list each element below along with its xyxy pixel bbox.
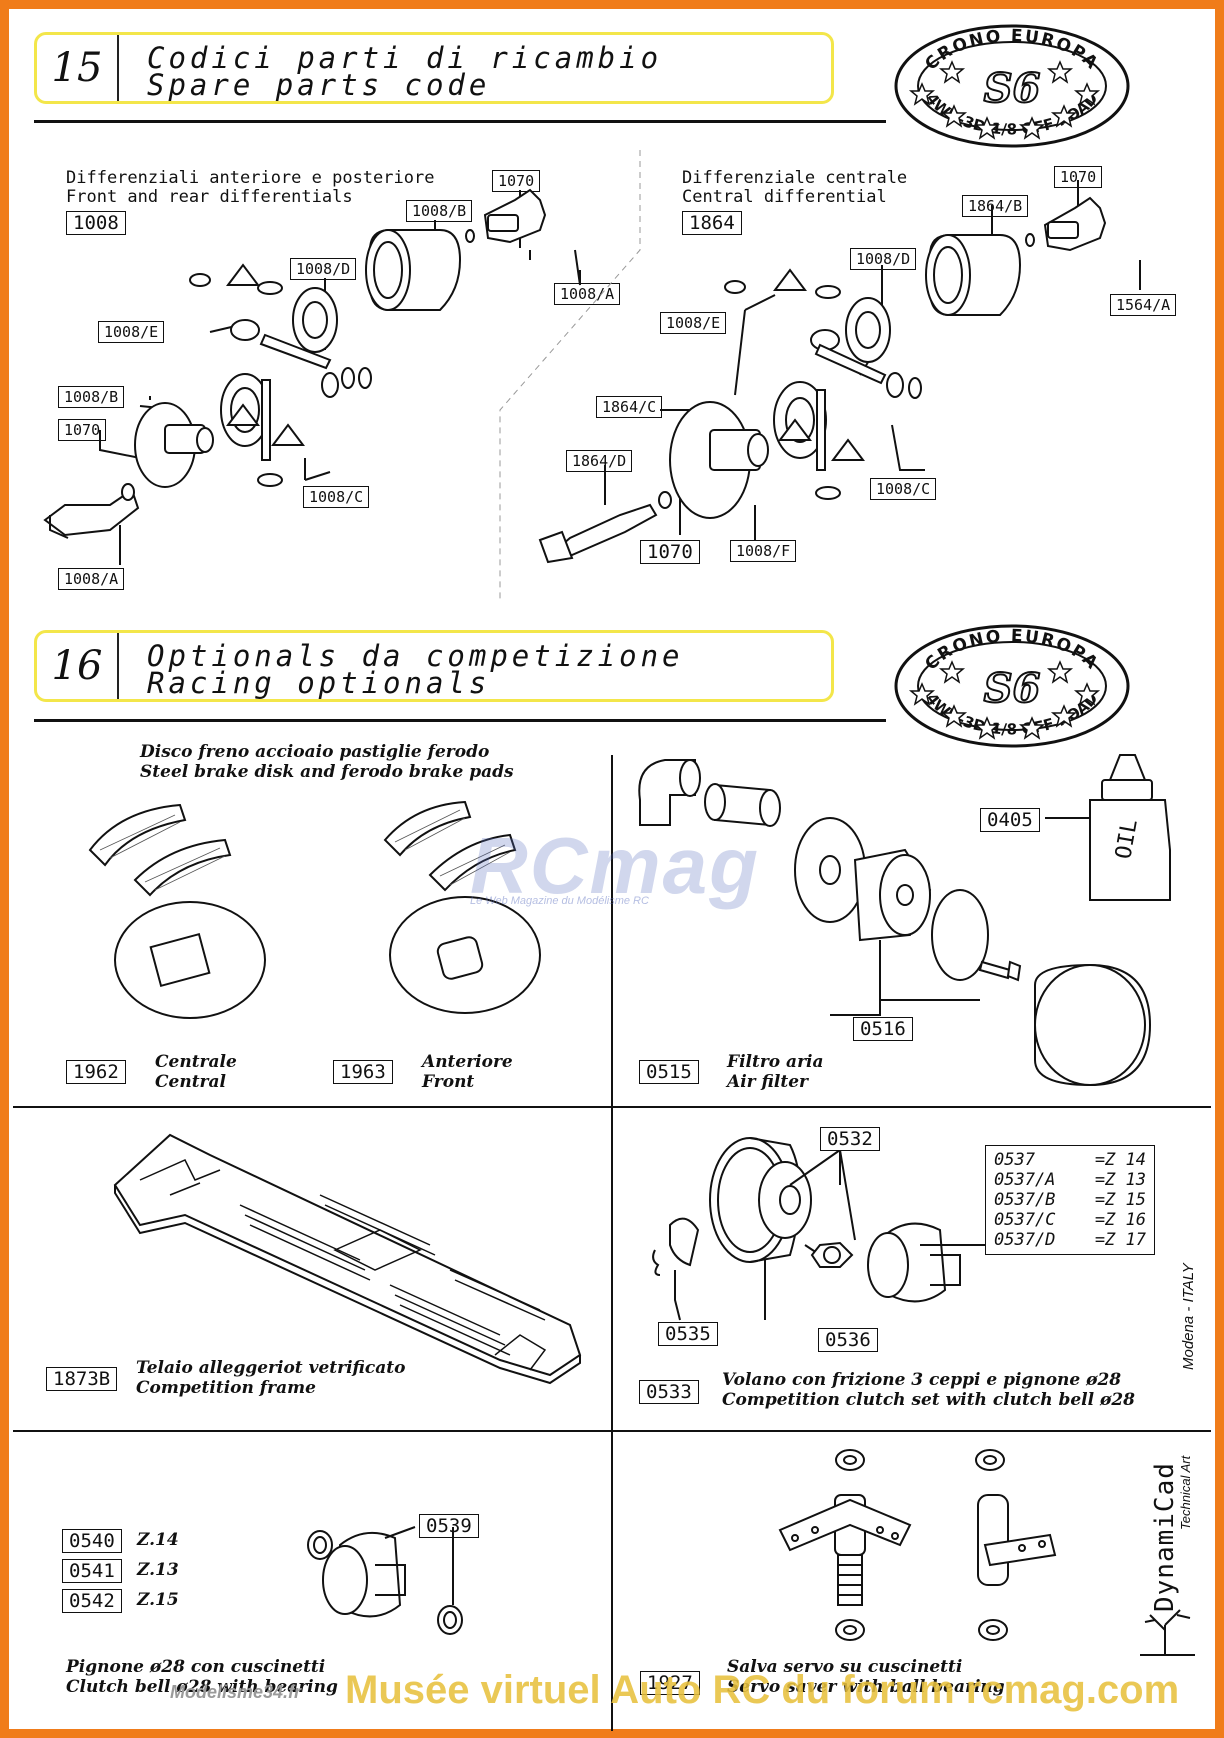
section-title-en: Racing optionals (147, 666, 491, 700)
part-code: 1564/A (1110, 294, 1177, 316)
oil-code: 0405 (980, 808, 1040, 832)
chassis-caption-en: Competition frame (136, 1378, 316, 1398)
pinion-z: Z.15 (137, 1590, 179, 1610)
part-code: 1008/C (870, 478, 937, 500)
brake-front-en: Front (422, 1072, 475, 1092)
air-filter-caption-en: Air filter (727, 1072, 808, 1092)
part-code: 1008/B (406, 200, 473, 222)
central-caption-en: Central differential (682, 187, 887, 207)
part-code: 1008/C (303, 486, 370, 508)
modelisme34-watermark: Modelisme34.fr (170, 1682, 302, 1702)
section-16-header: 16 Optionals da competizione Racing opti… (34, 630, 834, 702)
crono-europa-logo: CRONO EUROPA 4WD-3D-1/8 OFF ROAD S6 (894, 24, 1130, 148)
part-code: 1008/E (660, 312, 727, 334)
front-rear-caption-en: Front and rear differentials (66, 187, 353, 207)
section-title-it: Codici parti di ricambio (147, 41, 663, 75)
pinion-code: 0541 (62, 1559, 122, 1583)
header-rule (34, 120, 886, 123)
brake-central-it: Centrale (155, 1052, 237, 1072)
rcmag-watermark-tagline: Le Web Magazine du Modélisme RC (470, 895, 649, 907)
section-title-en: Spare parts code (147, 68, 491, 102)
section-divider-dashed (499, 150, 641, 600)
brakes-caption-en: Steel brake disk and ferodo brake pads (140, 762, 514, 782)
brake-disks-drawing (88, 800, 541, 1019)
table-row: 0537/D=Z 17 (994, 1230, 1146, 1250)
part-code: 1008/A (554, 283, 621, 305)
servo-saver-drawing (778, 1449, 1057, 1641)
part-code: 1070 (640, 540, 700, 564)
pinion-caption-it: Pignone ø28 con cuscinetti (66, 1657, 326, 1677)
front-rear-differential-drawing (43, 188, 581, 565)
footer-watermark: Musée virtuel Auto RC du forum rcmag.com (345, 1668, 1180, 1712)
central-caption-it: Differenziale centrale (682, 168, 908, 188)
part-code: 1070 (58, 419, 107, 441)
dynamicad-sub: Technical Art (1178, 1455, 1193, 1530)
part-code: 1008/A (58, 568, 125, 590)
air-filter-caption-it: Filtro aria (727, 1052, 824, 1072)
air-filter-drawing: OIL (638, 754, 1171, 1087)
central-kit-code: 1864 (682, 211, 742, 235)
part-code: 1008/F (730, 540, 797, 562)
clutch-part-code: 0535 (658, 1322, 718, 1346)
logo-model: S6 (984, 665, 1041, 712)
part-code: 1008/D (850, 248, 917, 270)
crono-europa-logo: CRONO EUROPA 4WD-3D-1/8 OFF ROAD S6 (894, 624, 1130, 748)
grid-horizontal-divider (13, 1106, 1211, 1108)
servo-saver-code: 1927 (640, 1671, 700, 1695)
part-code: 1864/C (596, 396, 663, 418)
clutch-caption-en: Competition clutch set with clutch bell … (722, 1390, 1136, 1410)
part-code: 1008/B (58, 386, 125, 408)
front-rear-caption-it: Differenziali anteriore e posteriore (66, 168, 435, 188)
brake-central-code: 1962 (66, 1060, 126, 1084)
filter-element-code: 0516 (853, 1017, 913, 1041)
clutch-drawing (652, 1137, 985, 1321)
pinion-z: Z.13 (137, 1560, 179, 1580)
grid-vertical-divider (611, 755, 613, 1731)
brakes-caption-it: Disco freno accioaio pastiglie ferodo (140, 742, 490, 762)
table-row: 0537/C=Z 16 (994, 1210, 1146, 1230)
pinion-bearing-code: 0539 (419, 1514, 479, 1538)
clutch-part-code: 0532 (820, 1127, 880, 1151)
logo-model: S6 (984, 65, 1041, 112)
front-rear-kit-code: 1008 (66, 211, 126, 235)
part-code: 1864/B (962, 195, 1029, 217)
chassis-caption-it: Telaio alleggeriot vetrificato (136, 1358, 406, 1378)
table-row: 0537/A=Z 13 (994, 1170, 1146, 1190)
table-row: 0537/B=Z 15 (994, 1190, 1146, 1210)
clutch-caption-it: Volano con frizione 3 ceppi e pignone ø2… (722, 1370, 1122, 1390)
pinion-code: 0540 (62, 1529, 122, 1553)
pinion-code: 0542 (62, 1589, 122, 1613)
brake-front-code: 1963 (333, 1060, 393, 1084)
section-title-it: Optionals da competizione (147, 639, 684, 673)
grid-horizontal-divider (13, 1430, 1211, 1432)
rcmag-watermark: RCmag (470, 821, 761, 910)
part-code: 1008/D (290, 258, 357, 280)
air-filter-code: 0515 (639, 1060, 699, 1084)
brake-central-en: Central (155, 1072, 226, 1092)
pinion-teeth-table: 0537=Z 14 0537/A=Z 13 0537/B=Z 15 0537/C… (985, 1145, 1155, 1255)
section-number: 15 (37, 35, 119, 101)
header-rule (34, 719, 886, 722)
clutch-code: 0533 (639, 1380, 699, 1404)
servo-caption-it: Salva servo su cuscinetti (727, 1657, 963, 1677)
pinion-z: Z.14 (137, 1530, 179, 1550)
chassis-code: 1873B (46, 1367, 118, 1391)
section-15-header: 15 Codici parti di ricambio Spare parts … (34, 32, 834, 104)
part-code: 1070 (492, 170, 541, 192)
section-number: 16 (37, 633, 119, 699)
chassis-drawing (113, 1133, 582, 1385)
clutch-bell-drawing (307, 1526, 463, 1635)
pinion-caption-en: Clutch bell ø28 with bearing (66, 1677, 338, 1697)
part-code: 1864/D (566, 450, 633, 472)
servo-caption-en: Servo saver with ball bearing (727, 1677, 1005, 1697)
central-differential-drawing (538, 180, 1141, 564)
location-text: Modena - ITALY (1180, 1263, 1197, 1370)
part-code: 1008/E (98, 321, 165, 343)
brake-front-it: Anteriore (422, 1052, 513, 1072)
clutch-part-code: 0536 (818, 1328, 878, 1352)
table-row: 0537=Z 14 (994, 1150, 1146, 1170)
tree-icon (1140, 1609, 1195, 1656)
